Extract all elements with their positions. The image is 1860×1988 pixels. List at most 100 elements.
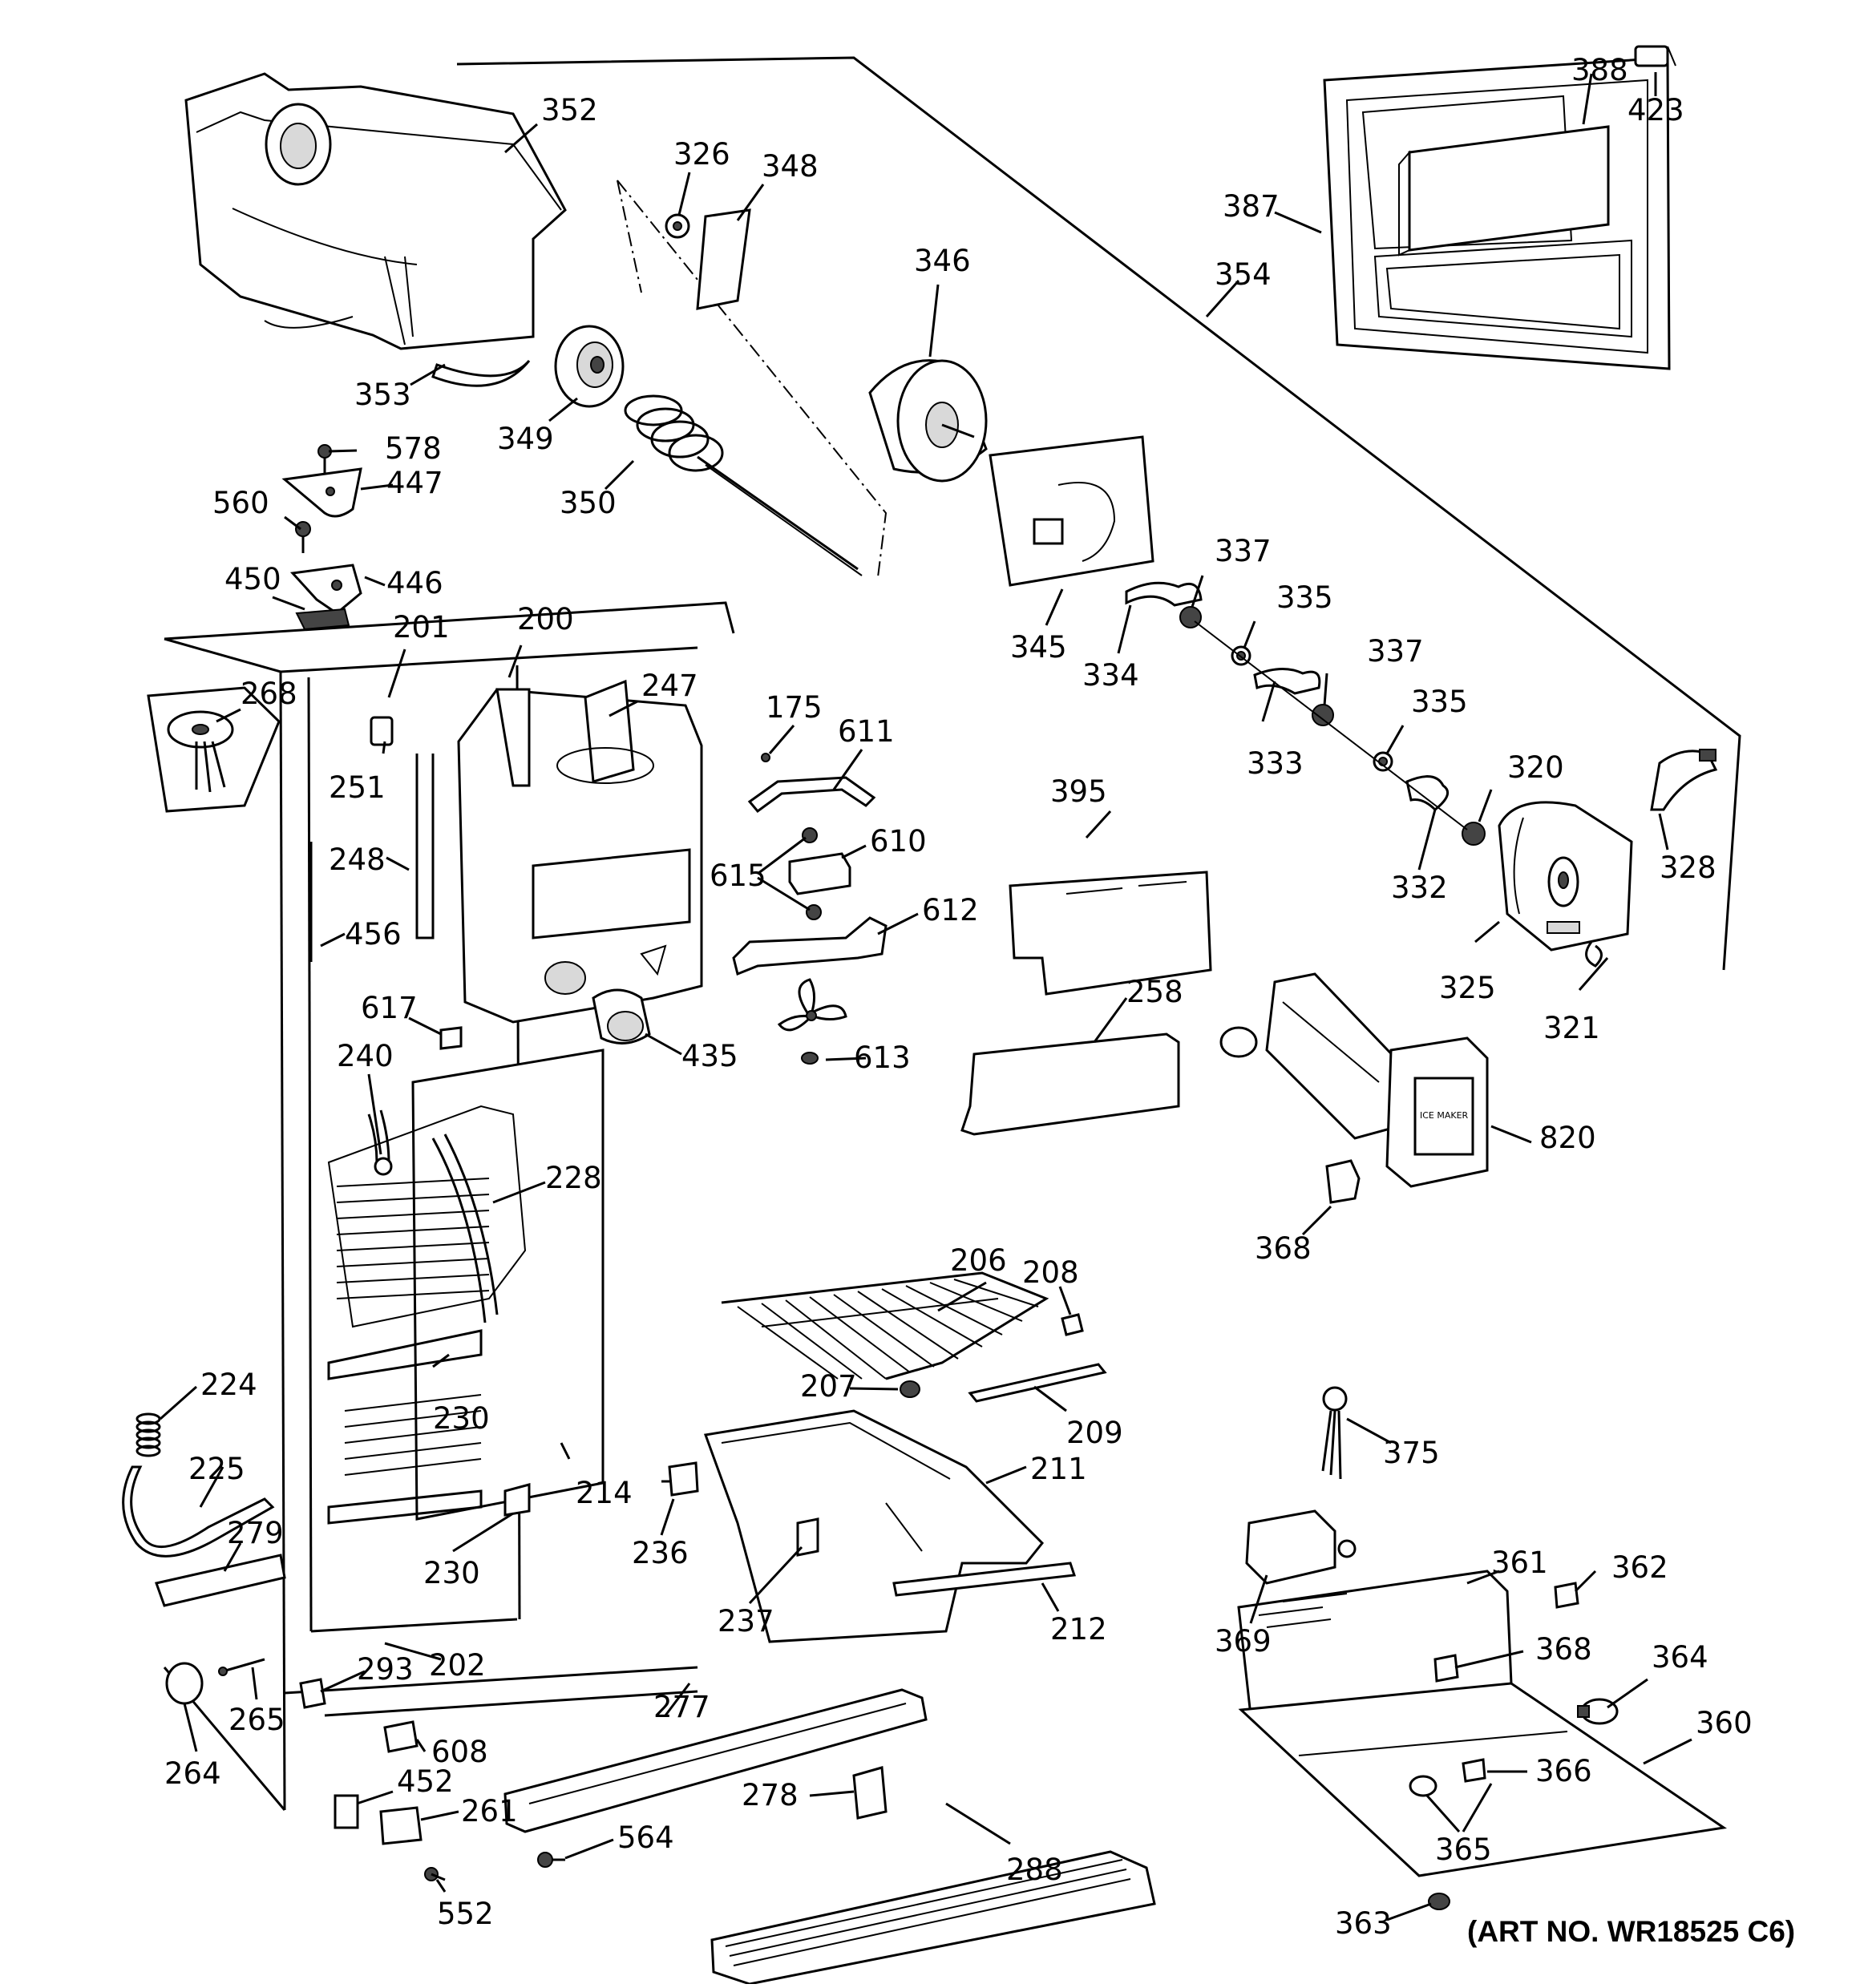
clip-450 (295, 608, 350, 631)
pan-211 (703, 1409, 1045, 1643)
label-368-b: 368 (1535, 1632, 1592, 1667)
auger-coupling-349 (554, 325, 625, 408)
solenoid-housing-325 (1498, 801, 1633, 952)
grommet-615b (806, 904, 822, 920)
label-360: 360 (1696, 1706, 1753, 1740)
label-552: 552 (437, 1897, 494, 1931)
label-240: 240 (337, 1039, 394, 1073)
label-447: 447 (386, 466, 443, 500)
label-366: 366 (1535, 1754, 1592, 1788)
label-388: 388 (1571, 53, 1628, 87)
label-375: 375 (1383, 1436, 1440, 1470)
tube-248 (415, 754, 435, 939)
slide-237 (796, 1517, 819, 1557)
roller-264 (165, 1662, 204, 1705)
screw-560 (295, 521, 311, 553)
label-335-a: 335 (1276, 580, 1333, 615)
fan-motor-610 (788, 852, 851, 895)
label-228: 228 (545, 1161, 602, 1195)
cover-395 (1009, 871, 1212, 996)
label-261: 261 (461, 1794, 518, 1828)
label-352: 352 (541, 93, 598, 127)
bumper-423 (1634, 45, 1676, 67)
channel-279 (155, 1554, 286, 1607)
bracket-612 (732, 916, 888, 976)
label-230-a: 230 (433, 1401, 490, 1436)
cap-207 (900, 1380, 920, 1398)
label-820: 820 (1539, 1121, 1596, 1155)
label-610: 610 (870, 824, 927, 859)
plug-608 (383, 1720, 418, 1753)
label-214: 214 (576, 1476, 633, 1510)
label-209: 209 (1066, 1416, 1123, 1450)
clip-366 (1462, 1758, 1486, 1783)
label-211: 211 (1030, 1452, 1087, 1486)
label-364: 364 (1652, 1640, 1708, 1675)
cover-447 (281, 467, 362, 518)
label-325: 325 (1439, 971, 1496, 1005)
label-348: 348 (762, 149, 819, 184)
spring-337b (1312, 704, 1334, 726)
auger-350 (624, 394, 863, 576)
axle-265 (218, 1658, 265, 1676)
label-328: 328 (1660, 851, 1716, 885)
mounting-plate-345 (989, 435, 1154, 587)
label-615: 615 (710, 859, 766, 893)
wires-240 (367, 1109, 393, 1176)
label-202: 202 (429, 1648, 486, 1683)
label-368-a: 368 (1255, 1231, 1312, 1266)
cam-333 (1253, 668, 1321, 695)
label-395: 395 (1050, 774, 1107, 809)
label-207: 207 (800, 1369, 857, 1404)
label-350: 350 (560, 486, 617, 520)
ice-maker-badge: ICE MAKER (1420, 1110, 1469, 1121)
label-450: 450 (224, 562, 281, 596)
fan-blade-613 (777, 978, 847, 1065)
label-278: 278 (742, 1778, 799, 1812)
label-288: 288 (1006, 1853, 1063, 1887)
label-334: 334 (1082, 658, 1139, 693)
trim-212 (892, 1562, 1077, 1597)
label-346: 346 (914, 244, 971, 278)
plate-452 (334, 1794, 359, 1829)
label-337-a: 337 (1215, 534, 1272, 568)
hinge-293 (299, 1678, 326, 1709)
clip-362 (1554, 1582, 1579, 1609)
screw-175 (761, 753, 770, 762)
bracket-230 (503, 1483, 531, 1517)
label-268: 268 (241, 677, 297, 711)
label-320: 320 (1507, 750, 1564, 785)
part-labels: 352 326 348 346 388 423 387 354 353 349 … (164, 53, 1753, 1941)
label-206: 206 (950, 1243, 1007, 1278)
label-353: 353 (354, 378, 411, 412)
label-361: 361 (1491, 1546, 1548, 1580)
label-612: 612 (922, 893, 979, 927)
shelf-206 (721, 1271, 1049, 1380)
label-611: 611 (838, 714, 895, 749)
evaporator-panel-214 (327, 1049, 604, 1525)
tube-225 (122, 1465, 275, 1558)
support-208 (1061, 1313, 1084, 1336)
screw-552 (424, 1867, 446, 1881)
cam-334 (1125, 581, 1203, 607)
label-279: 279 (227, 1516, 284, 1550)
bushing-320 (1462, 822, 1486, 846)
sensor-251 (370, 716, 394, 746)
label-277: 277 (653, 1690, 710, 1724)
label-423: 423 (1628, 93, 1684, 127)
label-265: 265 (228, 1703, 285, 1737)
label-208: 208 (1022, 1255, 1079, 1290)
label-175: 175 (766, 690, 823, 725)
bracket-368a (1325, 1159, 1361, 1204)
part-365 (1409, 1775, 1437, 1797)
assembly-guide-dashdot-2 (617, 180, 642, 293)
label-224: 224 (200, 1368, 257, 1402)
trim-258 (960, 1032, 1180, 1136)
auger-motor-346 (868, 359, 988, 483)
label-435: 435 (681, 1039, 738, 1073)
label-201: 201 (393, 610, 450, 644)
label-608: 608 (431, 1735, 488, 1769)
label-326: 326 (673, 137, 730, 172)
